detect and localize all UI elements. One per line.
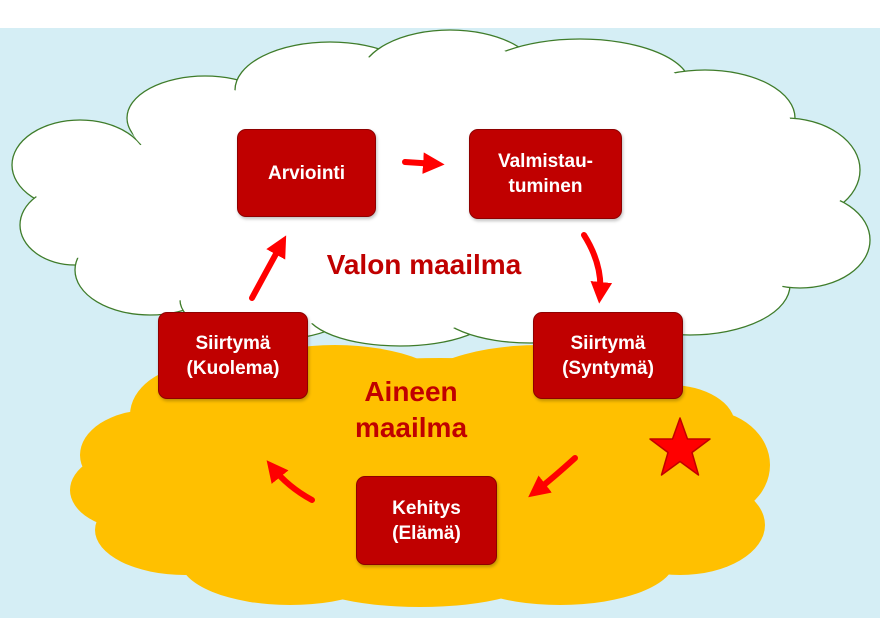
stage-evaluation-box: Arviointi [237,129,376,217]
light-world-cloud [11,29,871,347]
stage-development-line2: (Elämä) [392,522,461,544]
star-icon [649,417,711,476]
arrow-death-to-evaluation-icon [249,235,287,301]
stage-evaluation-line1: Arviointi [267,162,346,184]
stage-transition-death-line1: Siirtymä [195,332,271,354]
light-world-label-text: Valon maailma [326,249,522,280]
stage-transition-death-box: Siirtymä (Kuolema) [158,312,308,399]
stage-transition-birth-box: Siirtymä (Syntymä) [533,312,683,399]
stage-transition-birth-line1: Siirtymä [570,332,646,354]
matter-world-label: Aineen maailma [336,374,486,446]
arrow-development-to-death-icon [266,460,315,503]
light-world-label: Valon maailma [322,247,526,283]
stage-transition-death-line2: (Kuolema) [186,357,280,379]
stage-preparation-line2: tuminen [508,176,583,197]
matter-world-label-line1: Aineen [364,376,458,407]
stage-transition-birth-line2: (Syntymä) [562,357,654,379]
matter-world-label-line2: maailma [354,412,468,443]
stage-development-line1: Kehitys [392,497,461,519]
stage-development-box: Kehitys (Elämä) [356,476,497,565]
stage-preparation-line1: Valmistau- [497,151,594,172]
arrow-preparation-to-birth-icon [581,232,613,304]
cycle-arrows [249,152,613,503]
stage-preparation-box: Valmistau- tuminen [469,129,622,219]
arrow-evaluation-to-preparation-icon [402,152,445,174]
arrow-birth-to-development-icon [528,455,578,498]
